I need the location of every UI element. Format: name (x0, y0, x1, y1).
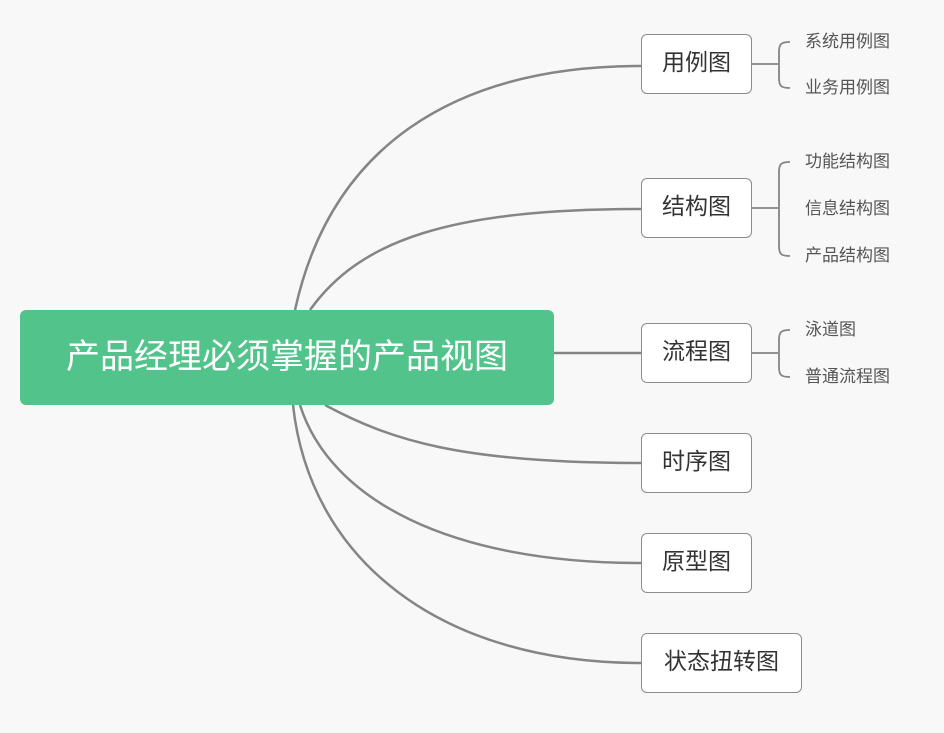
connector-yuanxing (298, 404, 642, 565)
root-topic: 产品经理必须掌握的产品视图 (20, 310, 554, 405)
connector-shixu (324, 403, 642, 465)
bracket-yongli (752, 41, 791, 89)
branch-yuanxing: 原型图 (641, 533, 752, 593)
branch-zhuangtai: 状态扭转图 (641, 633, 802, 693)
bracket-jiegou (752, 161, 791, 257)
leaf-chanpin-jiegou: 产品结构图 (805, 246, 890, 266)
leaf-yongdao: 泳道图 (805, 320, 856, 340)
connector-yongli (293, 64, 642, 311)
leaf-gongneng-jiegou: 功能结构图 (805, 152, 890, 172)
branch-liucheng: 流程图 (641, 323, 752, 383)
branch-shixu: 时序图 (641, 433, 752, 493)
leaf-xinxi-jiegou: 信息结构图 (805, 199, 890, 219)
leaf-xitong-yongli: 系统用例图 (805, 32, 890, 52)
connector-zhuangtai (291, 404, 642, 665)
branch-yongli: 用例图 (641, 34, 752, 94)
connector-jiegou (308, 207, 642, 311)
leaf-putong-liucheng: 普通流程图 (805, 367, 890, 387)
leaf-yewu-yongli: 业务用例图 (805, 78, 890, 98)
branch-jiegou: 结构图 (641, 178, 752, 238)
bracket-liucheng (752, 329, 791, 378)
